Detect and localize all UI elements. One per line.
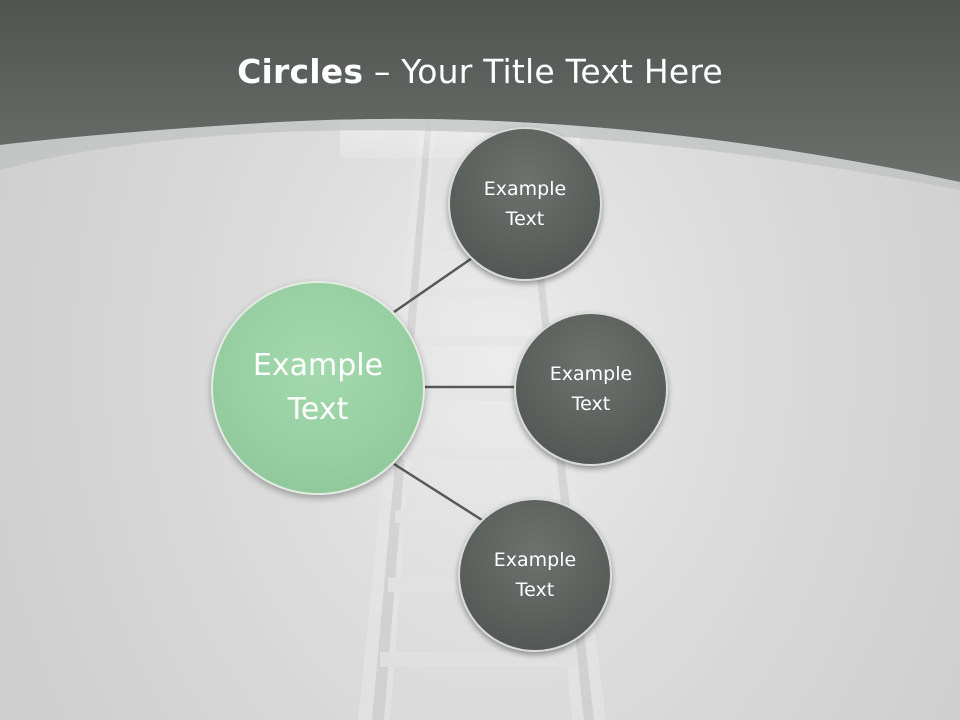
header-edge xyxy=(0,118,960,190)
node-middle-line1: Example xyxy=(549,363,633,385)
node-middle-line2: Text xyxy=(571,393,611,415)
connector-line-top xyxy=(393,252,479,314)
connector-line-bottom xyxy=(393,462,483,522)
connectors xyxy=(393,252,514,522)
title-bold: Circles xyxy=(237,52,364,91)
node-bottom-line2: Text xyxy=(515,579,555,601)
title-rest: – Your Title Text Here xyxy=(363,52,723,91)
node-top-line1: Example xyxy=(483,178,567,200)
center-circle-line1: Example xyxy=(252,348,384,383)
center-circle-line2: Text xyxy=(287,392,349,427)
node-circle-bottom: Example Text xyxy=(458,498,612,652)
header-band xyxy=(0,0,960,182)
node-bottom-line1: Example xyxy=(493,549,577,571)
node-circle-middle: Example Text xyxy=(514,312,668,466)
node-circle-top: Example Text xyxy=(448,127,602,281)
center-circle: Example Text xyxy=(211,281,425,495)
node-top-line2: Text xyxy=(505,208,545,230)
slide-title: Circles – Your Title Text Here xyxy=(0,52,960,91)
